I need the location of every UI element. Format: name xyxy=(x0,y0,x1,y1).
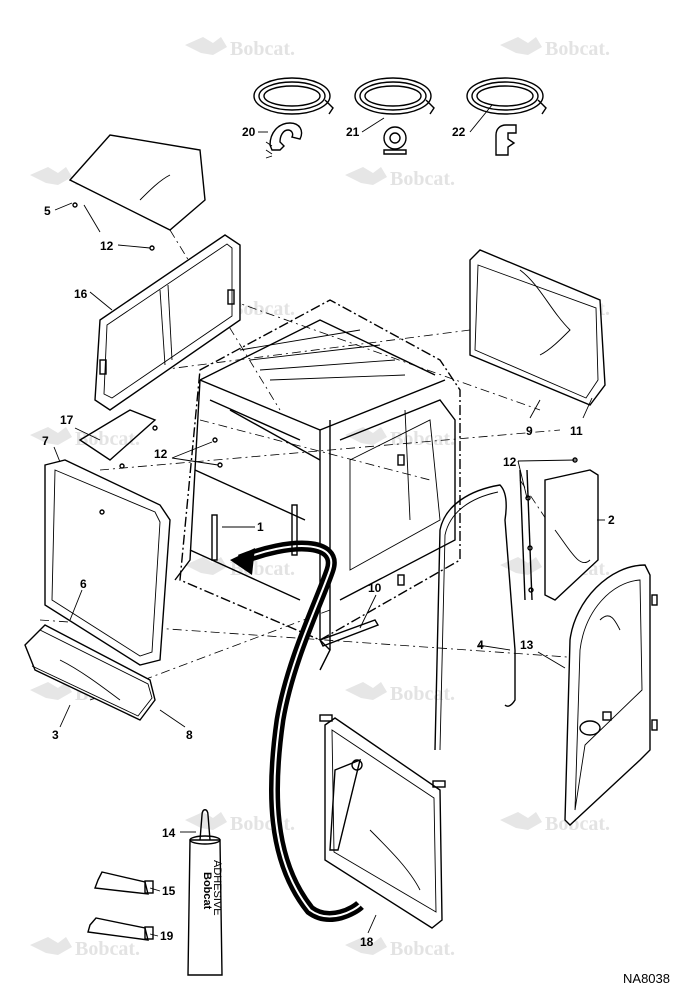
callout-14: 14 xyxy=(162,826,176,840)
svg-text:Bobcat.: Bobcat. xyxy=(390,428,455,450)
lower-glass-7 xyxy=(44,409,223,666)
svg-text:Bobcat.: Bobcat. xyxy=(230,813,295,835)
callout-1: 1 xyxy=(257,520,264,534)
small-glass-3 xyxy=(24,624,156,721)
callout-17: 17 xyxy=(60,413,74,427)
svg-text:Bobcat.: Bobcat. xyxy=(545,813,610,835)
seal-21 xyxy=(354,77,435,155)
svg-text:Bobcat.: Bobcat. xyxy=(545,38,610,60)
svg-text:Bobcat.: Bobcat. xyxy=(230,298,295,320)
seal-profile-icon xyxy=(495,124,517,156)
side-glass-2 xyxy=(519,457,599,601)
front-window-16 xyxy=(94,234,241,411)
seal-strip xyxy=(230,540,364,922)
callout-6: 6 xyxy=(80,577,87,591)
callout-15: 15 xyxy=(162,884,176,898)
callout-10: 10 xyxy=(368,581,382,595)
seal-20 xyxy=(253,77,334,159)
callout-11: 11 xyxy=(570,424,583,438)
door-13 xyxy=(564,564,658,826)
callout-20: 20 xyxy=(242,125,256,139)
callout-4: 4 xyxy=(477,638,484,652)
svg-text:Bobcat.: Bobcat. xyxy=(390,683,455,705)
rear-glass-9 xyxy=(469,249,606,406)
drawing-reference: NA8038 xyxy=(623,971,670,986)
callout-18: 18 xyxy=(360,935,374,949)
cab-frame xyxy=(174,299,461,671)
callout-2: 2 xyxy=(608,513,615,527)
seal-profile-icon xyxy=(383,126,407,155)
callout-12: 12 xyxy=(100,239,114,253)
callout-9: 9 xyxy=(526,424,533,438)
svg-text:Bobcat.: Bobcat. xyxy=(390,938,455,960)
callout-21: 21 xyxy=(346,125,360,139)
callout-22: 22 xyxy=(452,125,466,139)
seal-22 xyxy=(466,77,547,156)
callout-labels: 20 21 22 5 12 16 17 7 12 1 6 3 8 10 4 13… xyxy=(42,125,615,949)
callout-16: 16 xyxy=(74,287,88,301)
svg-text:Bobcat.: Bobcat. xyxy=(390,168,455,190)
roof-glass-5 xyxy=(68,134,206,251)
callout-12: 12 xyxy=(154,447,168,461)
adhesive-brand-text: Bobcat xyxy=(201,872,213,910)
leader-lines xyxy=(53,104,605,937)
seal-profile-icon xyxy=(265,122,303,159)
primer-tube-19 xyxy=(87,917,154,941)
callout-13: 13 xyxy=(520,638,534,652)
svg-text:Bobcat.: Bobcat. xyxy=(230,38,295,60)
svg-text:Bobcat.: Bobcat. xyxy=(75,428,140,450)
adhesive-label-text: ADHESIVE xyxy=(211,860,223,916)
adhesive-tube-icon: Bobcat ADHESIVE xyxy=(187,809,223,976)
callout-5: 5 xyxy=(44,204,51,218)
primer-tube-15 xyxy=(94,871,154,895)
callout-12: 12 xyxy=(503,455,517,469)
trim-strip-10 xyxy=(319,619,380,647)
callout-8: 8 xyxy=(186,728,193,742)
door-seal-4 xyxy=(434,484,516,751)
svg-text:Bobcat.: Bobcat. xyxy=(75,938,140,960)
callout-19: 19 xyxy=(160,929,174,943)
strip-1 xyxy=(211,504,298,561)
wiper-window-18 xyxy=(319,714,446,929)
callout-3: 3 xyxy=(52,728,59,742)
callout-7: 7 xyxy=(42,434,49,448)
